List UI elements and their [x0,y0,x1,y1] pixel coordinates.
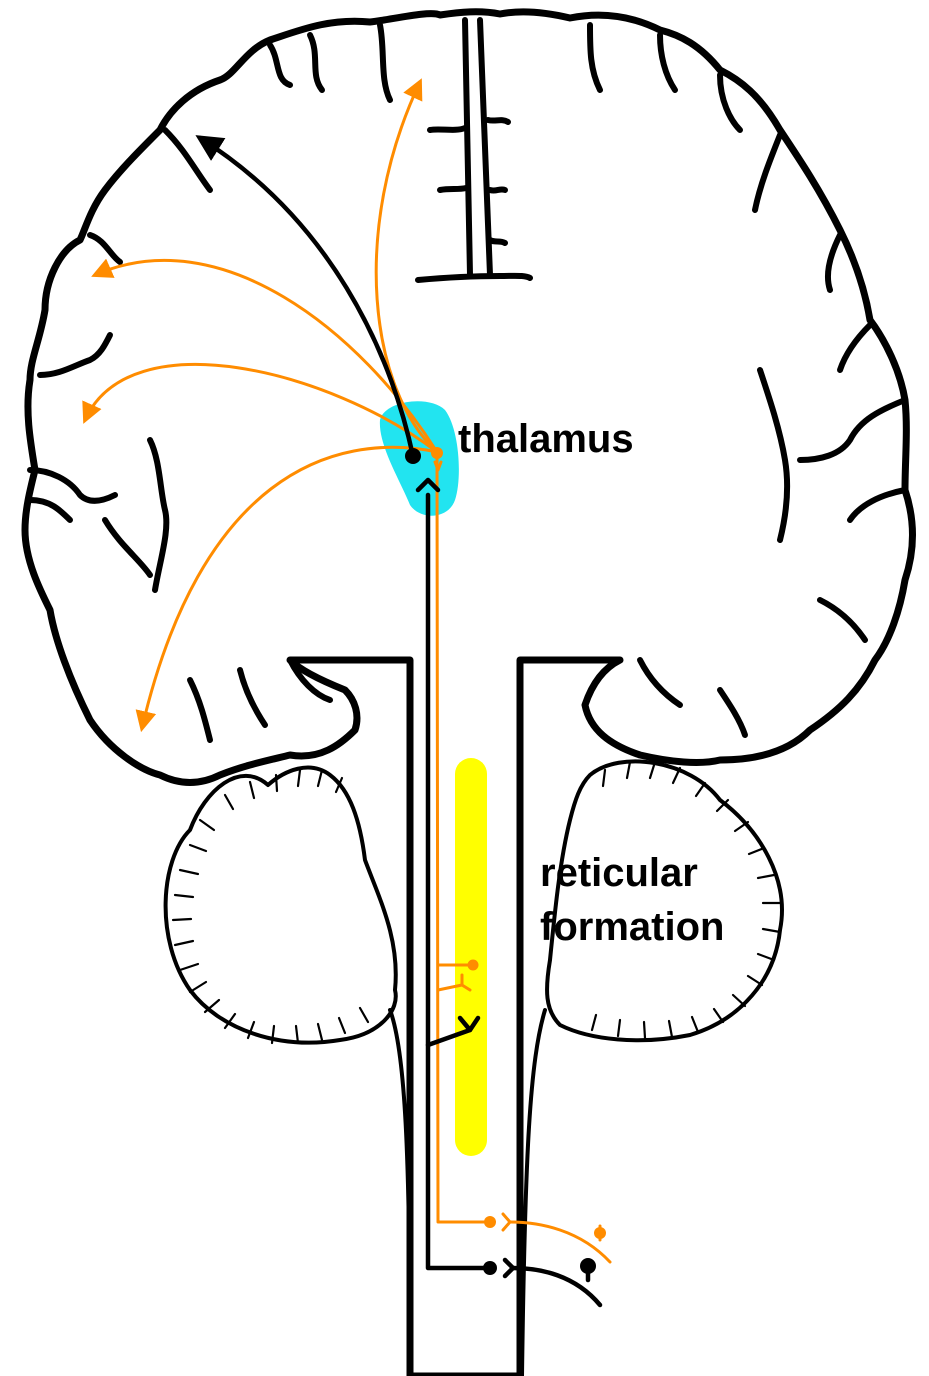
reticular-formation-label-line1: reticular [540,851,698,895]
black-spinal-terminal [483,1261,497,1275]
reticular-formation-highlight [455,758,487,1156]
thalamus-label: thalamus [458,417,634,461]
cerebellum-left [166,768,396,1043]
black-receptor-cell [580,1258,596,1274]
orange-spinal-terminal [484,1216,496,1228]
orange-reticular-terminal [468,960,479,971]
orange-thalamic-neuron [431,447,443,459]
cerebrum [25,12,913,1376]
cerebellum-right [547,761,782,1040]
black-thalamic-neuron [405,448,421,464]
orange-receptor-cell [594,1227,606,1239]
reticular-formation-label-line2: formation [540,905,724,949]
